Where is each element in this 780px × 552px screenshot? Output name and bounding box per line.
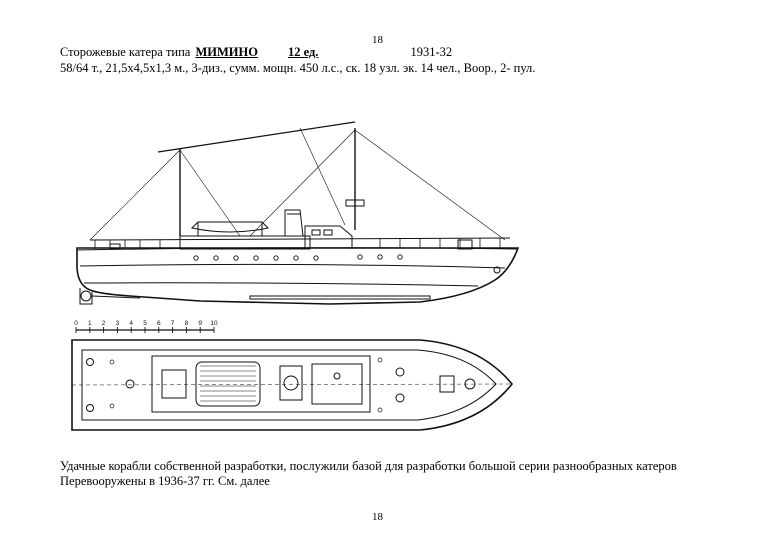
rigging bbox=[89, 127, 506, 241]
crows-nest bbox=[345, 199, 365, 207]
boat-plan bbox=[195, 361, 261, 407]
deck-vents bbox=[109, 357, 383, 413]
page-number-top: 18 bbox=[372, 34, 383, 46]
bollard bbox=[395, 367, 405, 377]
bow-gun-mount bbox=[464, 378, 476, 390]
funnel-top bbox=[283, 375, 299, 391]
description-line-2: Перевооружены в 1936-37 гг. См. далее bbox=[60, 474, 270, 488]
stern-fitting bbox=[109, 243, 121, 250]
hawse-pipe bbox=[493, 266, 501, 274]
bridge bbox=[304, 225, 353, 249]
gaff-boom bbox=[157, 121, 356, 153]
ships-boat bbox=[190, 221, 270, 233]
scale-label: 2 bbox=[102, 320, 106, 327]
scale-label: 8 bbox=[185, 320, 189, 327]
page-number-bottom: 18 bbox=[372, 511, 383, 523]
plan-view bbox=[71, 339, 514, 431]
propeller bbox=[80, 290, 92, 302]
scale-label: 4 bbox=[129, 320, 133, 327]
scale-label: 7 bbox=[171, 320, 175, 327]
hull-outline bbox=[76, 247, 520, 305]
scale-label: 1 bbox=[88, 320, 92, 327]
scale-label: 5 bbox=[143, 320, 147, 327]
centerline bbox=[71, 383, 513, 386]
bollard bbox=[395, 393, 405, 403]
ship-count: 12 ед. bbox=[287, 45, 319, 59]
funnel-plan bbox=[279, 365, 303, 401]
bridge-window bbox=[311, 229, 321, 236]
boat-hatching bbox=[200, 365, 256, 402]
ship-class-name: МИМИНО bbox=[195, 45, 258, 59]
scale-label: 6 bbox=[157, 320, 161, 327]
scale-label: 9 bbox=[198, 320, 202, 327]
title-line: Сторожевые катера типа МИМИНО 12 ед. 1931-… bbox=[60, 45, 452, 60]
bollard bbox=[86, 358, 94, 366]
side-profile bbox=[76, 121, 520, 305]
title-prefix: Сторожевые катера типа bbox=[60, 45, 191, 59]
compass bbox=[333, 372, 341, 380]
bilge-keel bbox=[249, 295, 431, 300]
funnel bbox=[284, 209, 304, 237]
portholes bbox=[193, 254, 403, 261]
rail-stanchions bbox=[94, 238, 501, 249]
scale-bar: 0 1 2 3 4 5 6 7 8 9 10 bbox=[74, 320, 218, 333]
waterline bbox=[83, 282, 479, 287]
scale-label: 0 bbox=[74, 320, 78, 327]
bridge-window bbox=[323, 229, 333, 236]
description-line-1: Удачные корабли собственной разработки, … bbox=[60, 459, 677, 473]
rubbing-strake bbox=[79, 263, 506, 269]
shaft bbox=[91, 295, 141, 299]
build-years: 1931-32 bbox=[410, 45, 453, 59]
windlass bbox=[457, 239, 473, 250]
stern-gun-mount bbox=[125, 379, 135, 389]
scale-label: 10 bbox=[210, 320, 218, 327]
scale-label: 3 bbox=[116, 320, 120, 327]
superstructure bbox=[151, 355, 371, 413]
bollard bbox=[86, 404, 94, 412]
deck-outline bbox=[71, 339, 514, 431]
windlass-plan bbox=[439, 375, 455, 393]
engine-hatch bbox=[161, 369, 187, 399]
bridge-plan bbox=[311, 363, 363, 405]
rudder bbox=[79, 288, 93, 305]
deckhouse bbox=[179, 235, 311, 250]
specs-line: 58/64 т., 21,5х4,5х1,3 м., 3-диз., сумм.… bbox=[60, 61, 536, 75]
deck-rail bbox=[89, 237, 511, 241]
